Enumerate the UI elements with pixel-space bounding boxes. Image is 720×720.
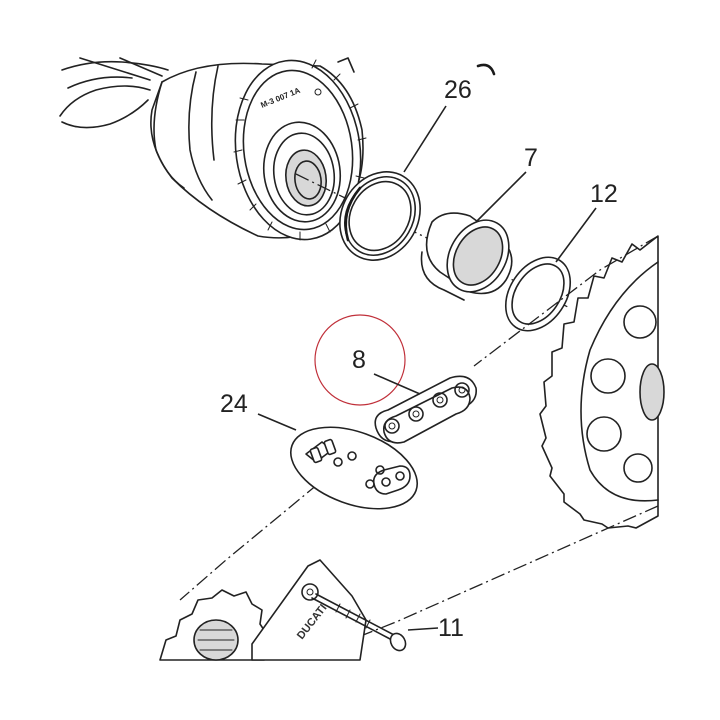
part-24-chain-joint-kit <box>289 426 419 510</box>
leader-8 <box>373 373 421 395</box>
leader-24 <box>257 413 297 431</box>
highlight-circle <box>314 314 406 406</box>
rear-sprocket <box>539 235 665 529</box>
leader-12 <box>555 207 597 263</box>
leader-26 <box>403 105 447 173</box>
part-7-spacer <box>420 212 513 301</box>
label-part-11: 11 <box>438 614 464 642</box>
leader-lines <box>257 105 597 631</box>
label-part-8: 8 <box>352 346 366 374</box>
part-12-washer <box>504 256 572 332</box>
leader-11 <box>407 627 439 631</box>
label-part-24: 24 <box>220 390 248 418</box>
part-11-screw <box>311 593 407 652</box>
part-26-seal <box>339 171 421 261</box>
label-part-7: 7 <box>524 144 538 172</box>
front-sprocket <box>159 589 269 661</box>
part-8-chain-link <box>374 375 478 444</box>
leader-7 <box>475 171 527 223</box>
label-part-26: 26 <box>444 76 472 104</box>
wheel-hub: M-3 007 1A <box>59 57 496 241</box>
label-part-12: 12 <box>590 180 618 208</box>
chain-line-upper <box>473 235 659 367</box>
sprocket-cover: DUCATI <box>251 559 367 661</box>
